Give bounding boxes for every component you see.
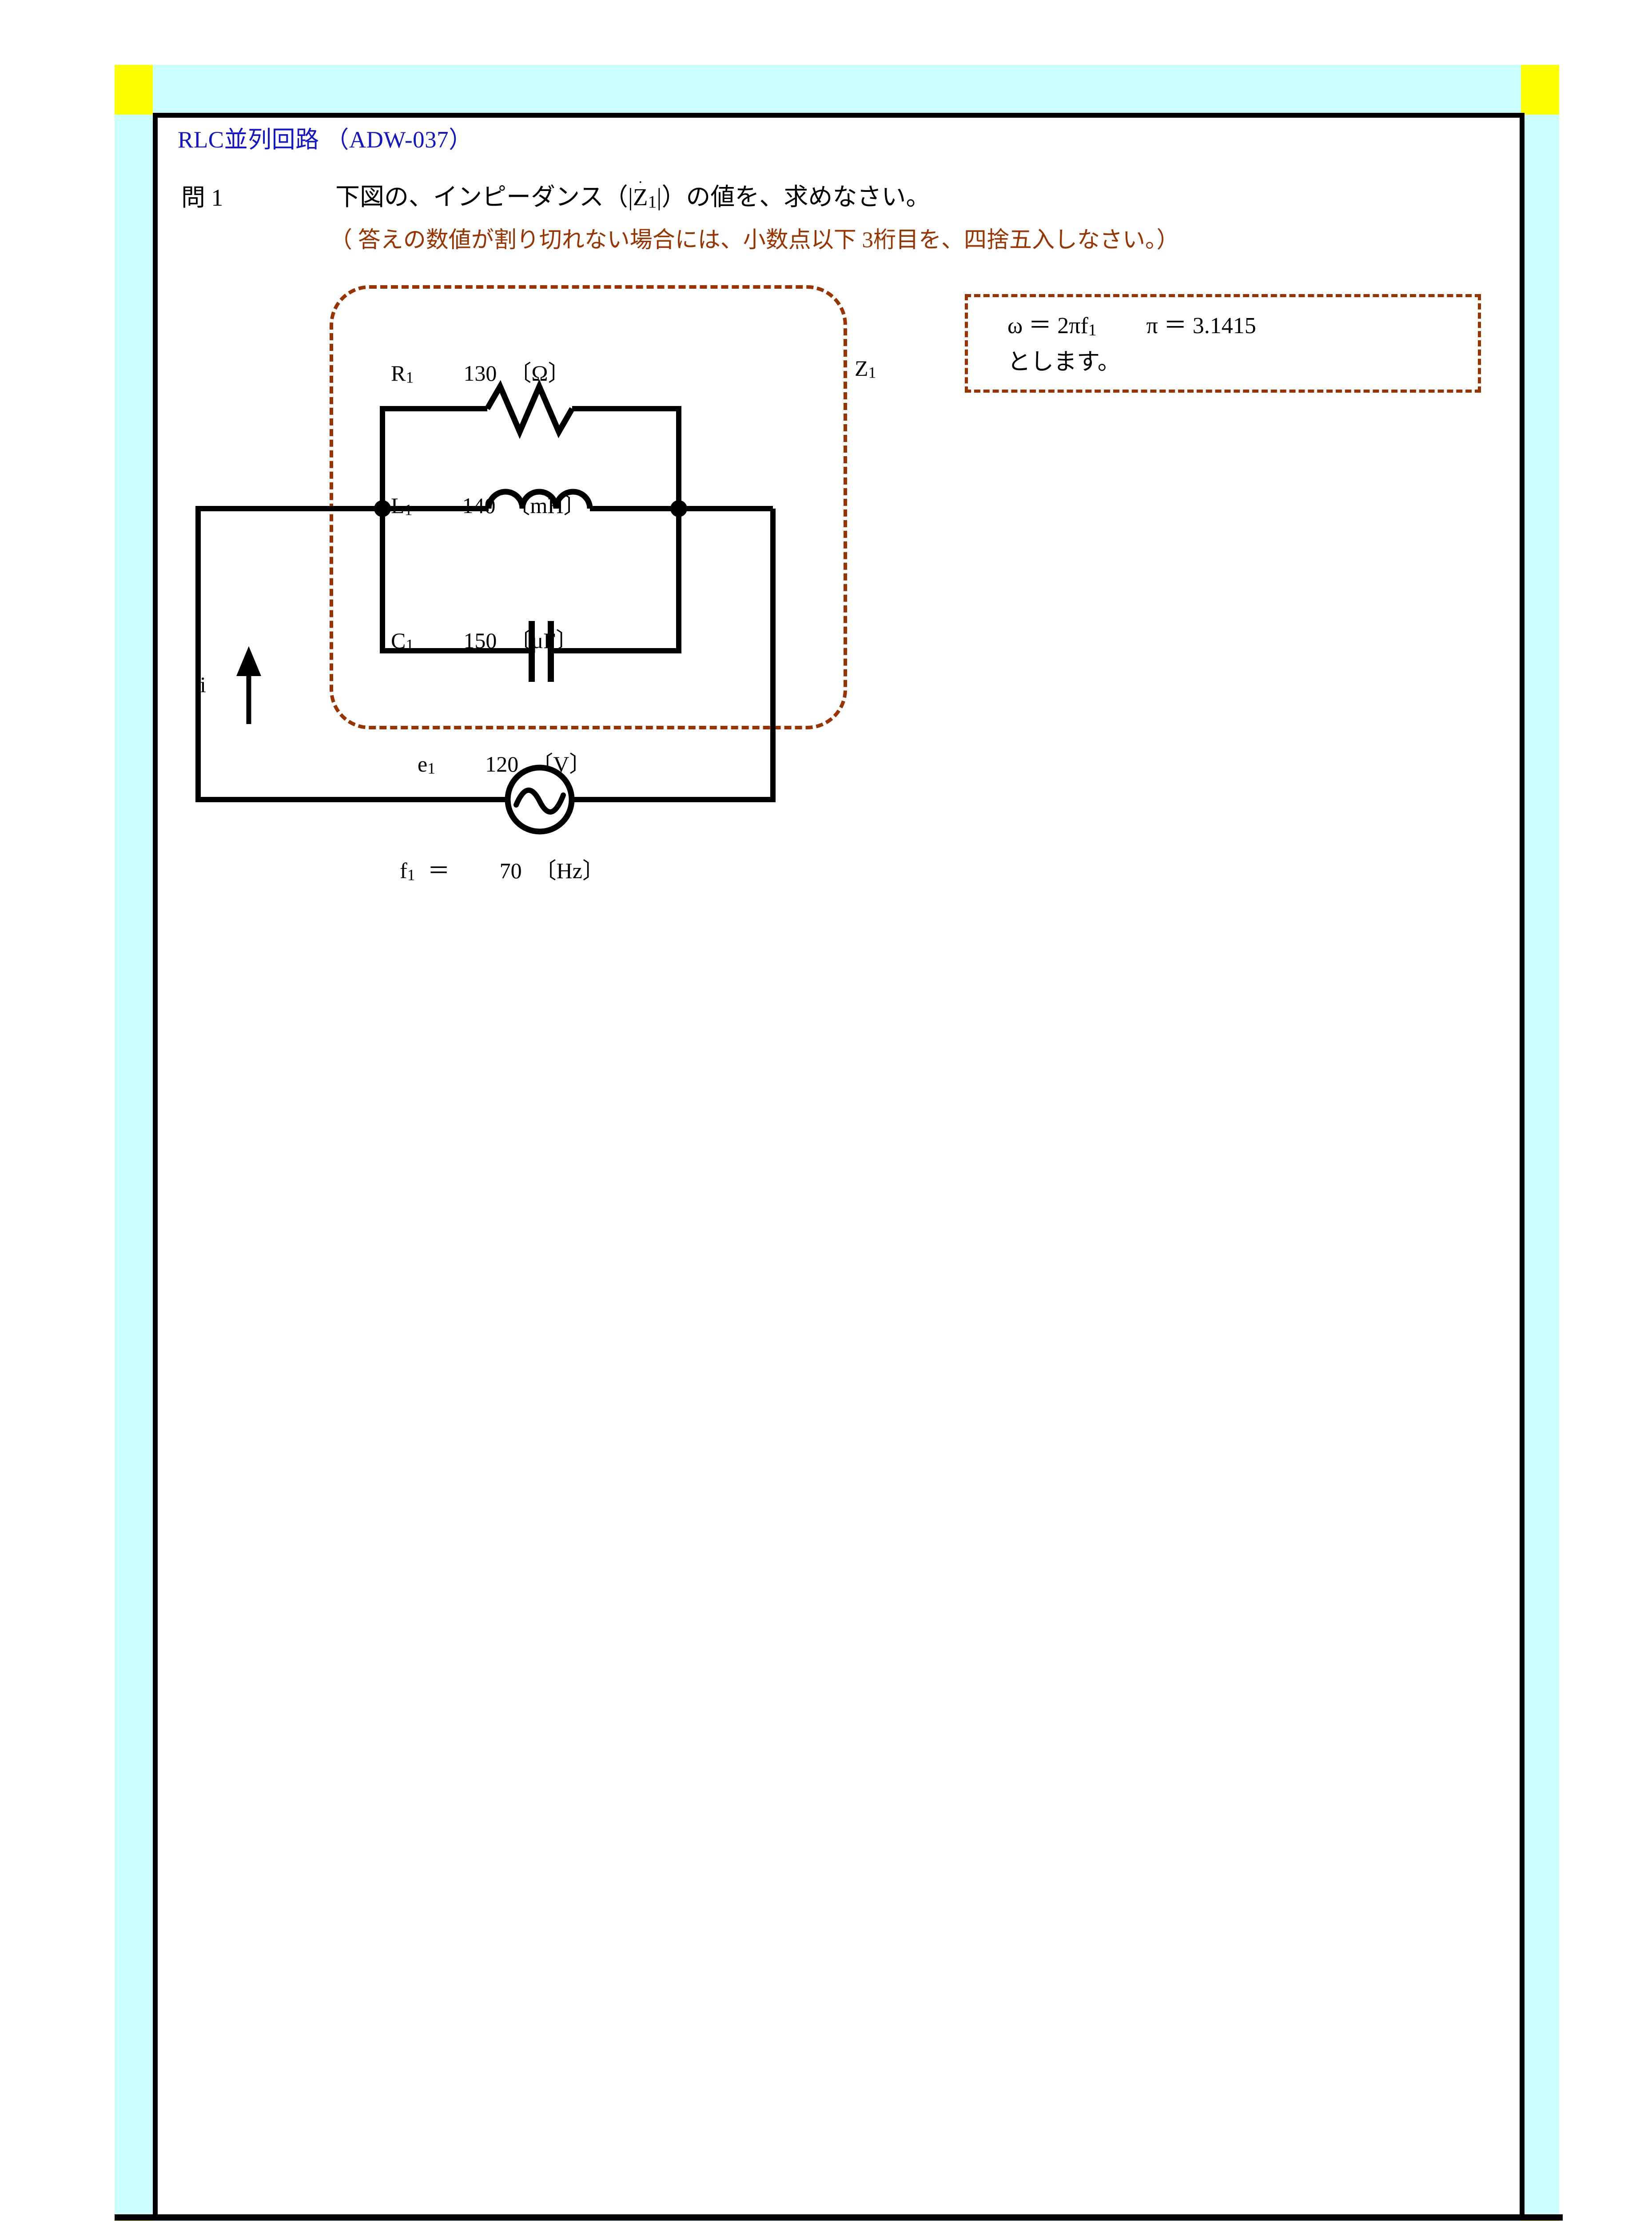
page-frame-left [153,113,158,2221]
question-prompt-suffix: |）の値を、求めなさい。 [657,183,931,211]
page-frame-top [153,113,1525,118]
source-subscript: 1 [427,759,436,777]
source-symbol: e [418,752,428,776]
page-frame-bottom [115,2214,1563,2221]
resistor-subscript: 1 [406,368,414,386]
page-band-left [115,65,153,2221]
frequency-caption: f1 ＝ 70 〔Hz〕 [400,853,605,885]
omega-definition: ω ＝ 2πf [1007,313,1088,338]
arrow-up-icon [236,646,261,676]
page-title: RLC並列回路 （ADW-037） [178,127,473,153]
source-value: 120 [485,752,519,776]
frequency-value: 70 [499,858,522,883]
phasor-letter: Z [633,183,648,211]
formula-note-box [965,294,1481,393]
pi-value: π ＝ 3.1415 [1146,313,1256,338]
node-junction-right [670,500,687,517]
corner-marker-top-right [1521,65,1559,115]
impedance-subscript: 1 [868,363,876,382]
formula-line-1: ω ＝ 2πf1 π ＝ 3.1415 [1007,306,1256,340]
corner-marker-top-left [115,65,153,115]
question-prompt: 下図の、インピーダンス（|·Z1|）の値を、求めなさい。 [335,175,931,212]
omega-frequency-subscript: 1 [1088,321,1097,339]
frequency-subscript: 1 [407,866,415,884]
inductor-symbol: L [391,493,405,518]
frequency-equals: ＝ [427,858,450,883]
frequency-unit: 〔Hz〕 [534,858,605,883]
node-junction-left [374,500,391,517]
circuit-wires [195,379,776,835]
phasor-subscript: 1 [648,192,657,212]
resistor-icon [485,379,575,439]
impedance-symbol: Z [855,356,868,381]
frequency-symbol: f [400,858,407,883]
phasor-dot-icon: · [638,174,643,191]
question-prompt-prefix: 下図の、インピーダンス（| [335,183,633,211]
question-number: 問 1 [181,184,223,211]
resistor-symbol: R [391,361,406,386]
page-band-right [1521,65,1559,2221]
formula-line-2: とします。 [1007,350,1121,375]
current-label: i [200,672,206,697]
resistor-value: 130 [463,361,497,386]
rounding-instruction: （ 答えの数値が割り切れない場合には、小数点以下 3桁目を、四捨五入しなさい。） [330,228,1179,253]
page-band-bottom [115,2220,1558,2221]
page-frame-right [1520,113,1525,2221]
page-band-top [115,65,1558,115]
ac-sine-wave-icon [514,787,566,815]
impedance-label: Z1 [855,355,876,382]
inductor-icon [486,489,593,509]
phasor-z-symbol: ·Z [633,175,648,211]
